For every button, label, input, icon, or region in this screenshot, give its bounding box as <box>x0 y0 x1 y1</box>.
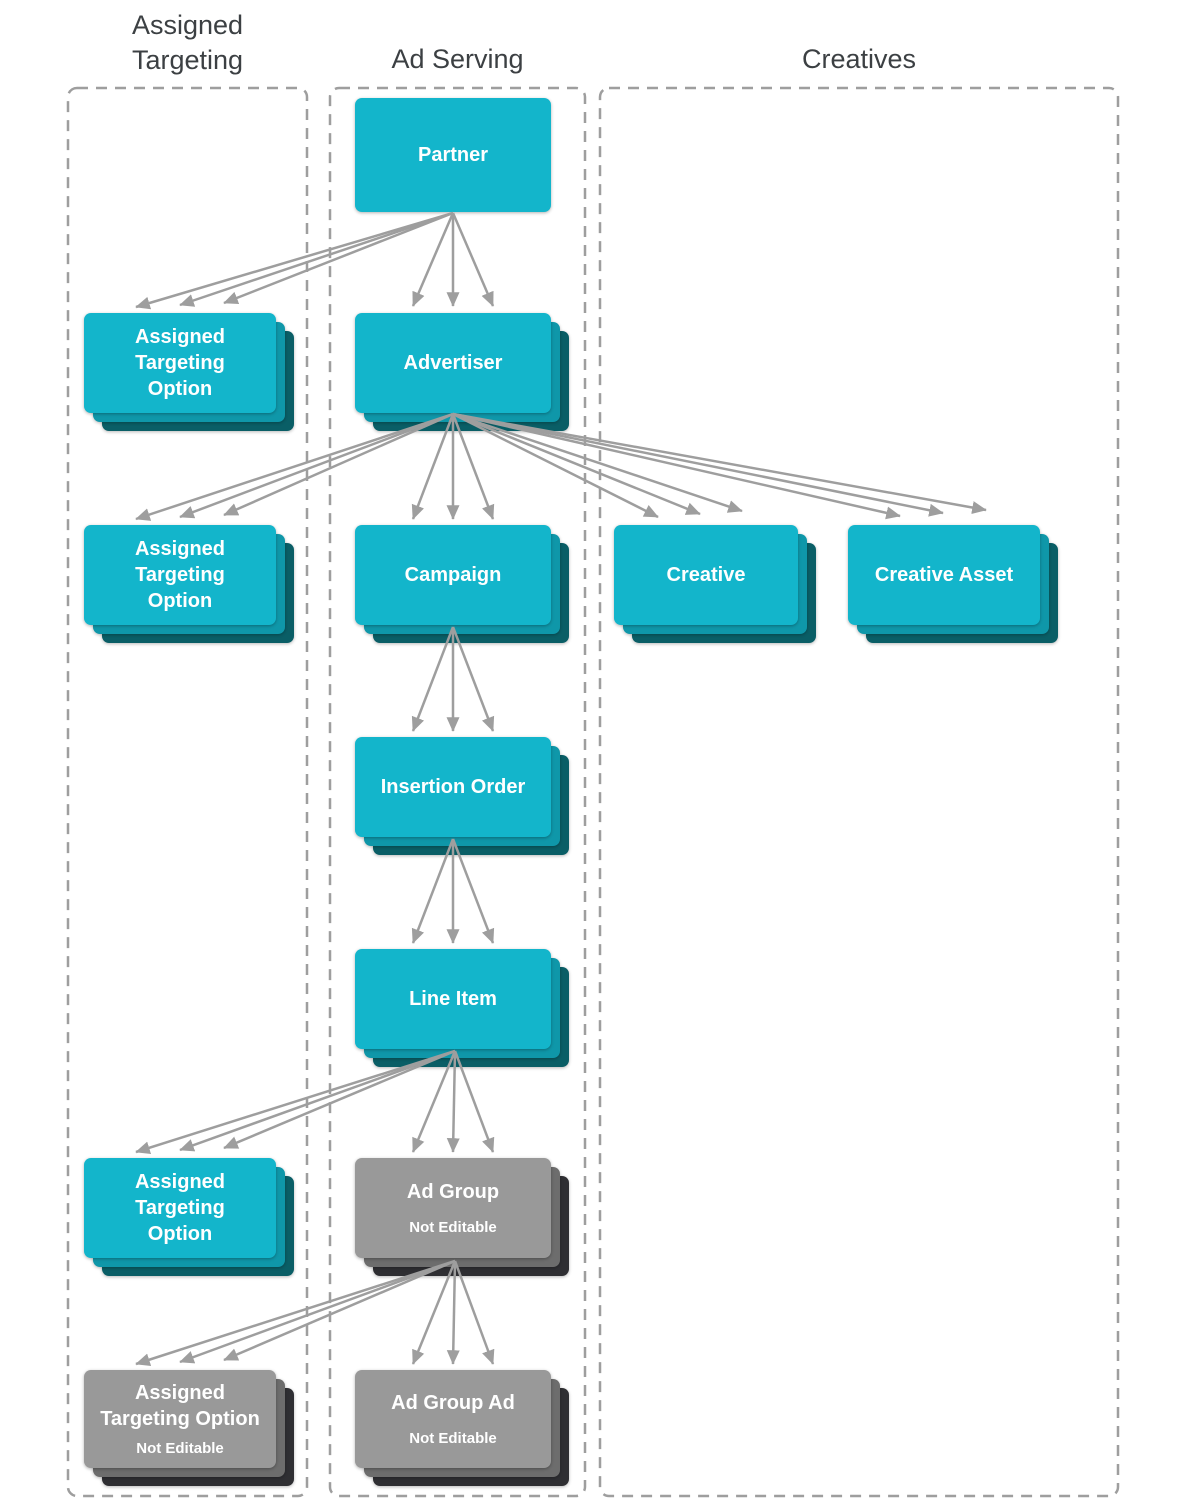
node-face: Assigned Targeting Option <box>84 1158 276 1258</box>
node-label: Assigned Targeting Option <box>134 538 226 612</box>
node-face: Insertion Order <box>355 737 551 837</box>
node-face: Line Item <box>355 949 551 1049</box>
node-label: Insertion Order <box>380 776 526 798</box>
column-border-creatives <box>598 86 1120 1498</box>
node-assigned-targeting-option-advertiser: Assigned Targeting Option <box>84 525 294 643</box>
node-face: Ad Group Not Editable <box>355 1158 551 1258</box>
node-label: Assigned Targeting Option <box>134 1171 226 1245</box>
arrow-fan-partner-to-assigned-targeting-option <box>135 211 454 310</box>
node-assigned-targeting-option-line-item: Assigned Targeting Option <box>84 1158 294 1276</box>
node-creative: Creative <box>614 525 816 643</box>
node-face: Partner <box>355 98 551 212</box>
node-label: Partner <box>417 144 489 166</box>
column-header-ad-serving: Ad Serving <box>391 44 524 74</box>
arrow-fan-ad-group-to-ad-group-ad <box>411 1260 495 1365</box>
node-label: Ad Group Ad <box>391 1392 515 1414</box>
node-assigned-targeting-option-partner: Assigned Targeting Option <box>84 313 294 431</box>
node-label: Assigned Targeting Option <box>134 326 226 400</box>
node-sublabel-not-editable: Not Editable <box>409 1430 497 1447</box>
node-label: Campaign <box>404 564 502 586</box>
column-header-assigned-targeting: Assigned Targeting <box>131 10 244 76</box>
node-face: Advertiser <box>355 313 551 413</box>
node-advertiser: Advertiser <box>355 313 569 431</box>
node-face: Assigned Targeting Option <box>84 525 276 625</box>
column-border-assigned-targeting <box>66 86 309 1498</box>
node-face: Assigned Targeting Option <box>84 313 276 413</box>
arrow-fan-ad-group-to-assigned-targeting-option <box>135 1259 456 1366</box>
node-sublabel-not-editable: Not Editable <box>136 1440 224 1457</box>
node-ad-group: Ad Group Not Editable <box>355 1158 569 1276</box>
node-partner: Partner <box>355 98 551 212</box>
node-label: Ad Group <box>406 1181 500 1203</box>
node-sublabel-not-editable: Not Editable <box>409 1219 497 1236</box>
node-insertion-order: Insertion Order <box>355 737 569 855</box>
node-label: Creative <box>666 564 746 586</box>
node-face: Creative <box>614 525 798 625</box>
node-label: Line Item <box>409 988 497 1010</box>
arrow-fan-partner-to-advertiser <box>411 212 495 307</box>
node-ad-group-ad: Ad Group Ad Not Editable <box>355 1370 569 1486</box>
node-face: Ad Group Ad Not Editable <box>355 1370 551 1468</box>
node-face: Creative Asset <box>848 525 1040 625</box>
node-label: Creative Asset <box>874 564 1014 586</box>
node-face: Assigned Targeting Option Not Editable <box>84 1370 276 1468</box>
column-header-creatives: Creatives <box>801 44 917 74</box>
node-label: Advertiser <box>403 352 503 374</box>
node-creative-asset: Creative Asset <box>848 525 1058 643</box>
node-line-item: Line Item <box>355 949 569 1067</box>
node-label: Assigned Targeting Option <box>100 1382 260 1430</box>
node-campaign: Campaign <box>355 525 569 643</box>
node-face: Campaign <box>355 525 551 625</box>
node-assigned-targeting-option-ad-group: Assigned Targeting Option Not Editable <box>84 1370 294 1486</box>
